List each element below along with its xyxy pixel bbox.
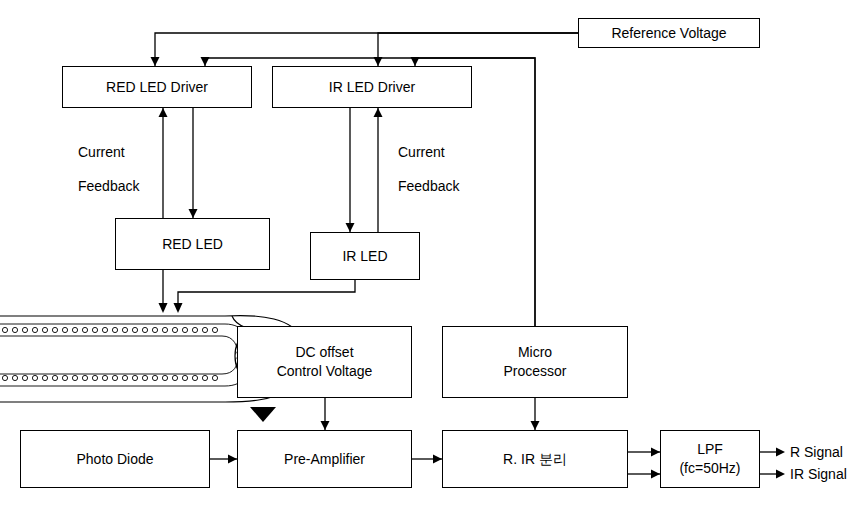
connector-arrow <box>412 458 442 459</box>
box-text: Pre-Amplifier <box>284 450 365 469</box>
amplifier-box: Pre-Amplifier <box>237 430 412 488</box>
output-arrows <box>760 448 785 479</box>
box-text: Photo Diode <box>76 450 153 469</box>
sensor-box: Photo Diode <box>20 430 210 488</box>
connector-arrow <box>377 108 378 232</box>
box-text: R. IR 분리 <box>503 450 567 469</box>
led-box: IR LED <box>310 232 420 280</box>
signal-name: R Signal <box>790 444 843 461</box>
connector-arrow <box>205 58 535 326</box>
connector-arrow <box>210 458 237 459</box>
box-text: IR LED <box>342 247 387 266</box>
filter-box: LPF (fc=50Hz) <box>660 430 760 488</box>
led-box: RED LED <box>115 218 270 270</box>
processor-box: Micro Processor <box>442 326 628 398</box>
light-triangle <box>250 407 276 422</box>
connector-arrow <box>378 33 578 66</box>
connector-arrow <box>349 108 350 232</box>
connector-arrow <box>628 473 660 474</box>
driver-box: RED LED Driver <box>62 66 252 108</box>
reference-box: Reference Voltage <box>578 18 760 48</box>
driver-box: IR LED Driver <box>272 66 472 108</box>
connector-arrow <box>628 451 660 452</box>
box-text: DC offset Control Voltage <box>272 343 377 381</box>
edge-label: Current Feedback <box>78 136 150 203</box>
edge-label: Current Feedback <box>398 136 470 203</box>
box-text: IR LED Driver <box>329 78 415 97</box>
box-text: LPF (fc=50Hz) <box>674 440 746 478</box>
box-text: Reference Voltage <box>611 24 726 43</box>
signal-name: IR Signal <box>790 466 847 483</box>
separator-box: R. IR 분리 <box>442 430 628 488</box>
control-box: DC offset Control Voltage <box>237 326 412 398</box>
connector-arrow <box>324 398 325 430</box>
box-text: Micro Processor <box>495 343 575 381</box>
connector-arrow <box>162 108 163 218</box>
connector-arrow <box>192 108 193 218</box>
connector-arrow <box>534 398 535 430</box>
box-text: RED LED Driver <box>106 78 208 97</box>
box-text: RED LED <box>162 235 223 254</box>
connector-arrow <box>155 33 578 66</box>
